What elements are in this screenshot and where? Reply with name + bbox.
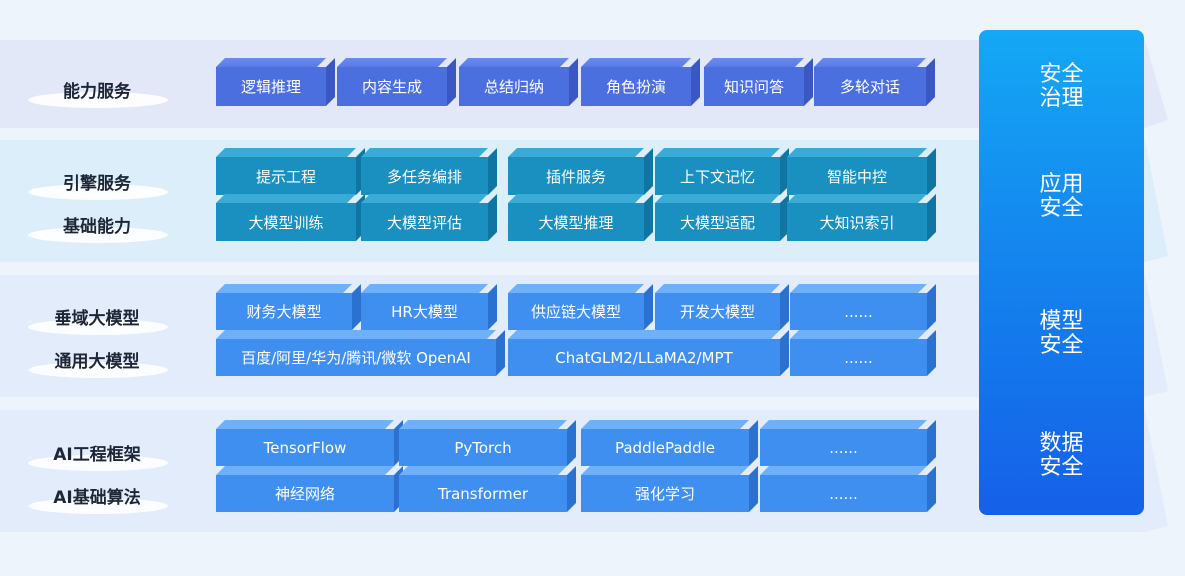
framework-box: ...... xyxy=(760,429,927,466)
row-label-algorithm: AI基础算法 xyxy=(53,488,141,508)
engine-box: 多任务编排 xyxy=(361,157,488,195)
security-item-data: 数据安全 xyxy=(1039,431,1084,480)
row-label-general: 通用大模型 xyxy=(54,352,140,372)
label-ellipse xyxy=(28,92,168,108)
label-ellipse xyxy=(28,362,168,378)
basic-box: 大模型推理 xyxy=(508,203,644,241)
label-ellipse xyxy=(28,455,168,471)
row-label-capability: 能力服务 xyxy=(63,82,131,102)
general-model-box: ChatGLM2/LLaMA2/MPT xyxy=(508,339,780,376)
capability-box: 多轮对话 xyxy=(814,67,926,106)
algorithm-box: ...... xyxy=(760,475,927,512)
label-ellipse xyxy=(28,227,168,243)
security-panel: 安全治理 应用安全 模型安全 数据安全 xyxy=(979,30,1144,515)
basic-box: 大模型训练 xyxy=(216,203,356,241)
security-item-model: 模型安全 xyxy=(1039,309,1084,358)
vertical-model-box: 财务大模型 xyxy=(216,293,352,330)
framework-box: PaddlePaddle xyxy=(581,429,749,466)
basic-box: 大知识索引 xyxy=(787,203,927,241)
security-item-application: 应用安全 xyxy=(1039,172,1084,221)
vertical-model-box: 供应链大模型 xyxy=(508,293,644,330)
engine-box: 提示工程 xyxy=(216,157,356,195)
capability-box: 逻辑推理 xyxy=(216,67,326,106)
engine-box: 上下文记忆 xyxy=(655,157,780,195)
basic-box: 大模型适配 xyxy=(655,203,780,241)
row-label-framework: AI工程框架 xyxy=(53,445,141,465)
label-ellipse xyxy=(28,319,168,335)
capability-box: 角色扮演 xyxy=(581,67,691,106)
vertical-model-box: 开发大模型 xyxy=(655,293,780,330)
vertical-model-box: HR大模型 xyxy=(361,293,488,330)
capability-box: 内容生成 xyxy=(337,67,447,106)
label-ellipse xyxy=(28,498,168,514)
row-label-basic: 基础能力 xyxy=(63,217,131,237)
general-model-box: 百度/阿里/华为/腾讯/微软 OpenAI xyxy=(216,339,496,376)
row-label-vertical: 垂域大模型 xyxy=(54,309,140,329)
basic-box: 大模型评估 xyxy=(361,203,488,241)
vertical-model-box: ...... xyxy=(790,293,927,330)
algorithm-box: Transformer xyxy=(399,475,567,512)
row-label-engine: 引擎服务 xyxy=(63,174,131,194)
capability-box: 总结归纳 xyxy=(459,67,569,106)
framework-box: PyTorch xyxy=(399,429,567,466)
framework-box: TensorFlow xyxy=(216,429,394,466)
capability-box: 知识问答 xyxy=(704,67,804,106)
security-item-governance: 安全治理 xyxy=(1039,62,1084,111)
algorithm-box: 神经网络 xyxy=(216,475,394,512)
general-model-box: ...... xyxy=(790,339,927,376)
engine-box: 智能中控 xyxy=(787,157,927,195)
algorithm-box: 强化学习 xyxy=(581,475,749,512)
engine-box: 插件服务 xyxy=(508,157,644,195)
label-ellipse xyxy=(28,184,168,200)
